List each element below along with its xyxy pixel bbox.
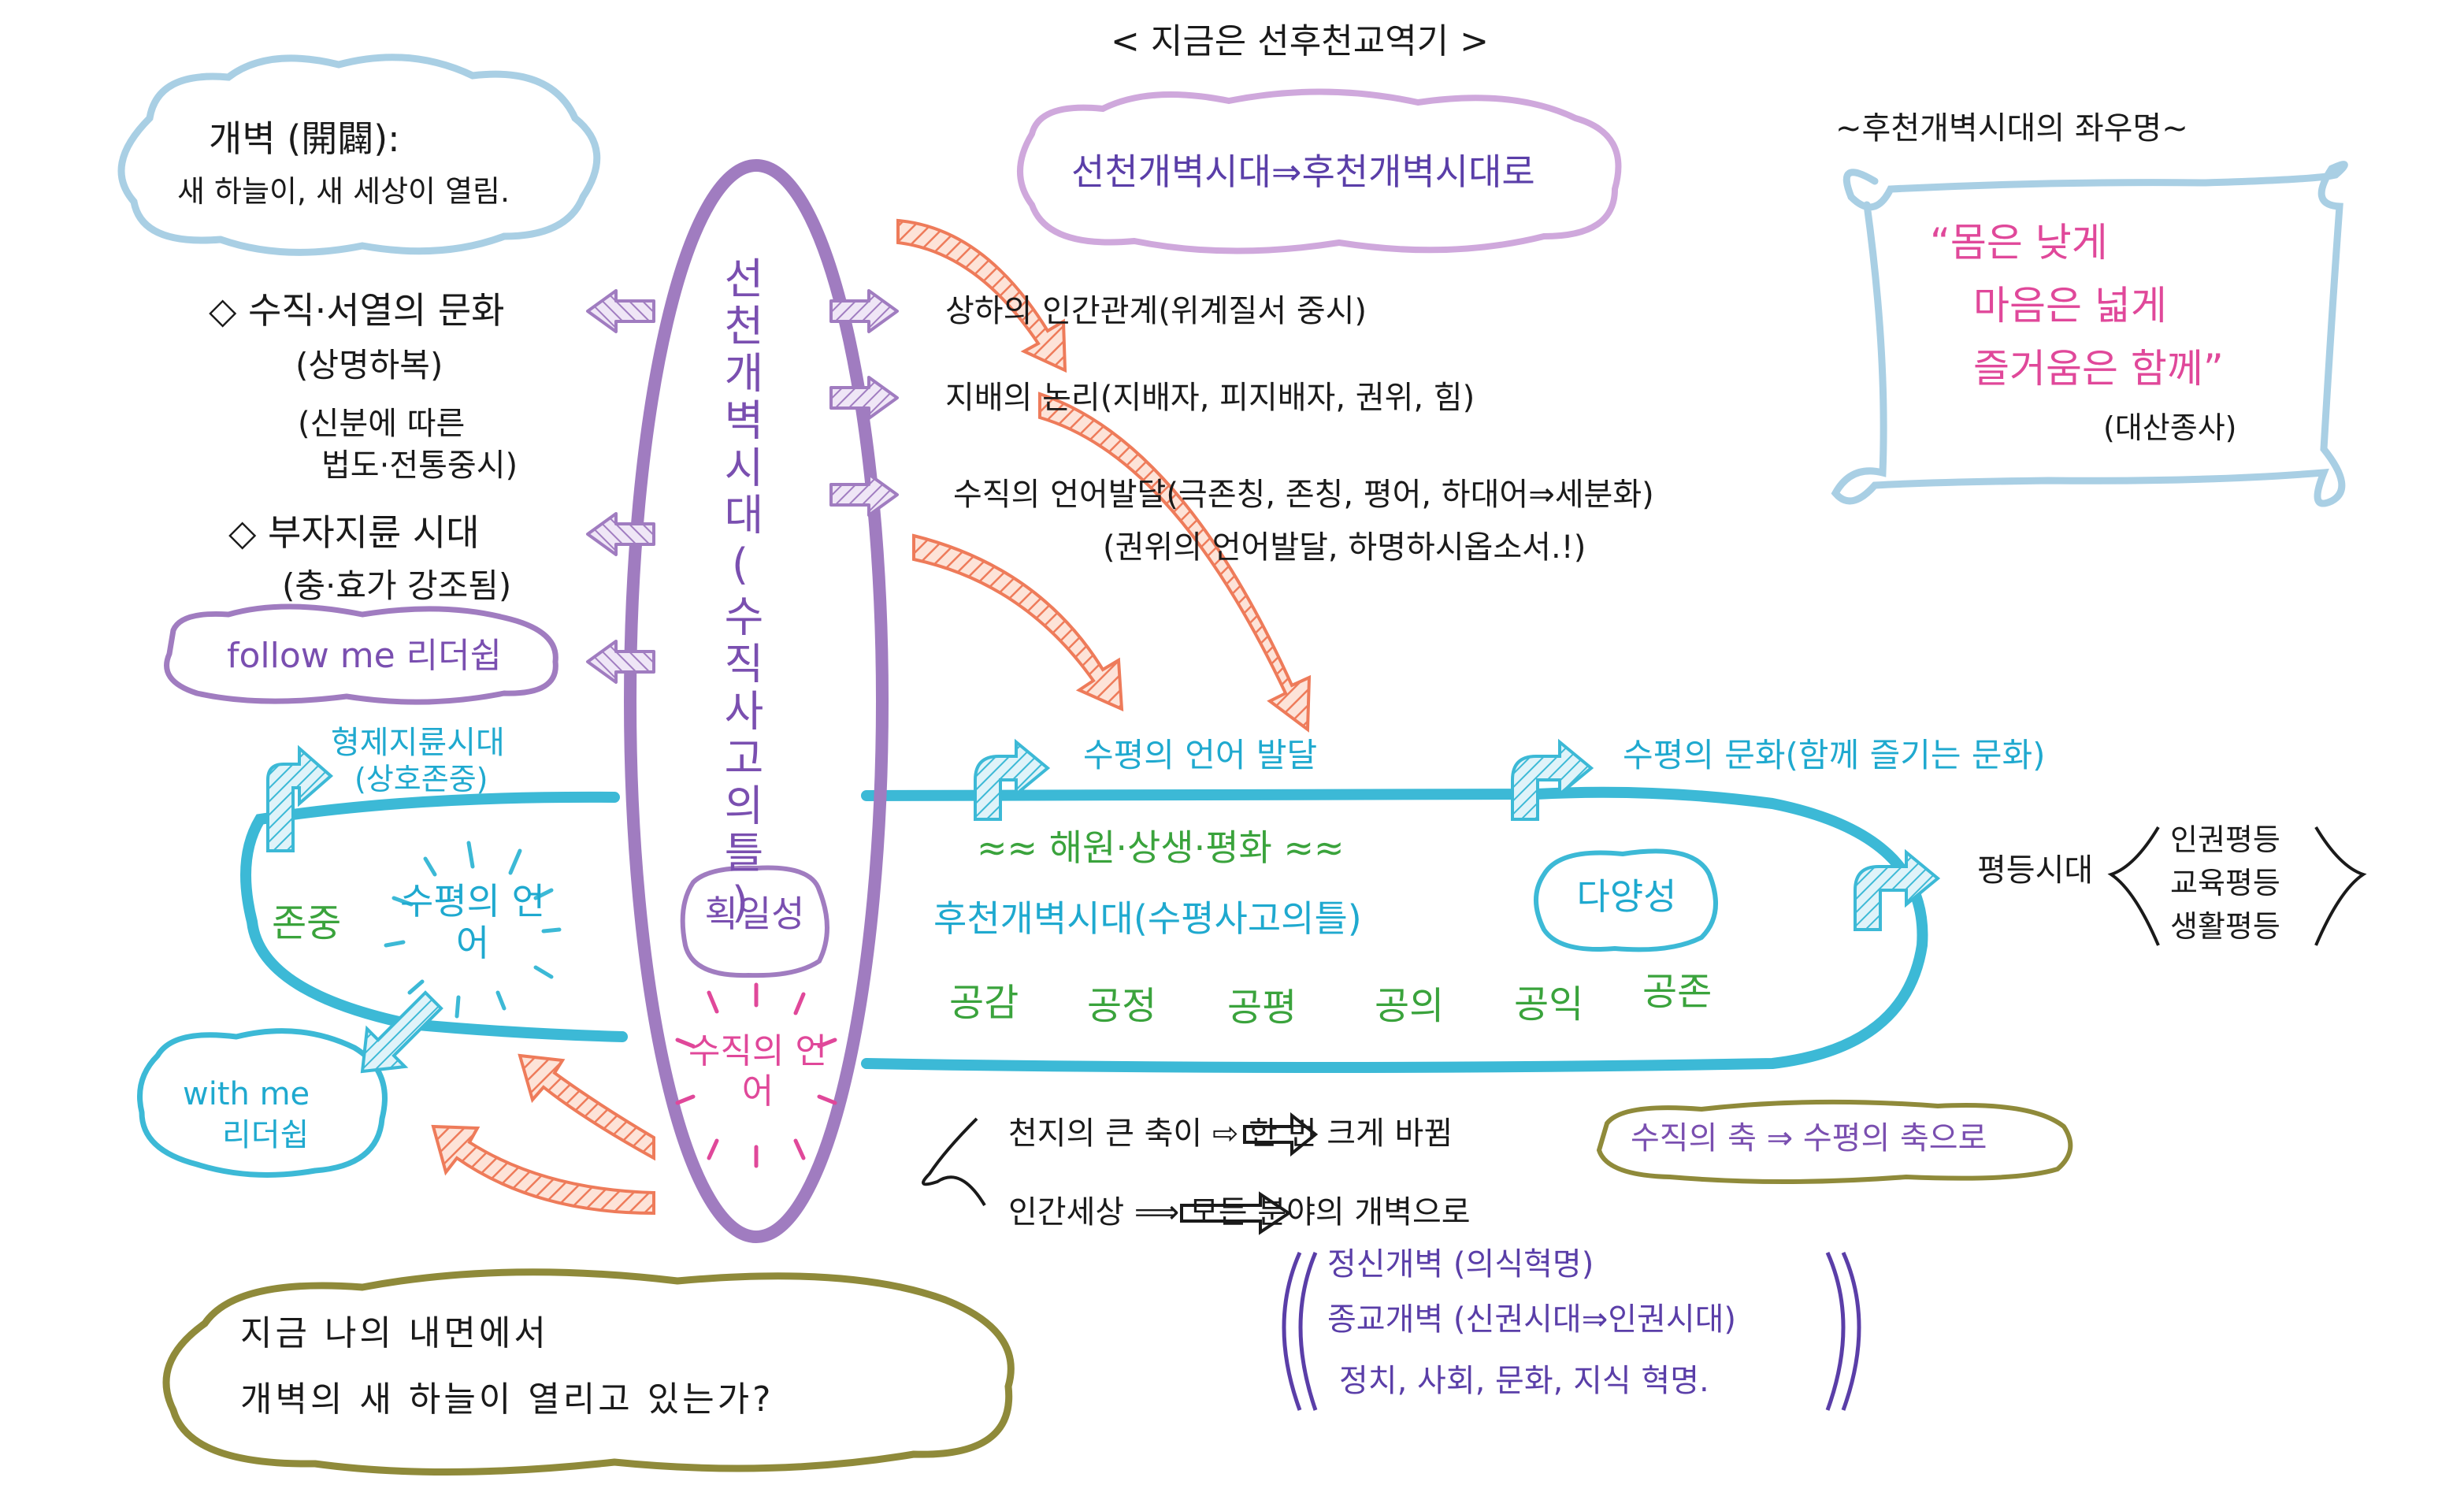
horizontal-language-development: 수평의 언어 발달 <box>1083 736 1318 774</box>
reform-religion: 종교개벽 (신권시대⇒인권시대) <box>1327 1301 1737 1338</box>
with-me-line-2: 리더쉽 <box>222 1117 310 1153</box>
motto-line-2: 마음은 넓게 <box>1973 283 2167 329</box>
equality-education: 교육평등 <box>2170 866 2280 900</box>
value-justice: 공의 <box>1375 984 1445 1028</box>
diversity-frame <box>1534 848 1718 952</box>
reform-politics-society: 정치, 사회, 문화, 지식 혁명. <box>1339 1363 1709 1399</box>
uniformity-label: 획일성 <box>704 893 805 935</box>
horizontal-era-label: 후천개벽시대(수평사고의틀) <box>933 897 1362 940</box>
axis-shift-box: 수직의 축 ⇒ 수평의 축으로 <box>1631 1120 1987 1156</box>
equality-human-rights: 인권평등 <box>2170 822 2280 857</box>
cloud-question <box>162 1268 1015 1476</box>
page-title: < 지금은 선후천교역기 > <box>1110 21 1490 61</box>
equality-era: 평등시대 <box>1977 852 2094 889</box>
brother-era-sub: (상호존중) <box>354 762 488 796</box>
respect-label: 존중 <box>272 901 342 945</box>
equality-brace-left <box>2107 826 2160 946</box>
equality-living: 생활평등 <box>2170 909 2280 944</box>
cyan-arrows <box>266 738 1941 1074</box>
father-son-era-title: ◇ 부자지륜 시대 <box>228 511 480 554</box>
cloud-with-me <box>137 1028 388 1178</box>
motto-title: ~후천개벽시대의 좌우명~ <box>1835 110 2188 147</box>
horizontal-language-label: 수평의 언어 <box>400 880 545 964</box>
sparkle-horizontal-language <box>384 841 562 1019</box>
logic-of-domination: 지배의 논리(지배자, 피지배자, 권위, 힘) <box>945 380 1475 416</box>
status-line-1: (신분에 따른 <box>298 406 466 442</box>
status-line-2: 법도·전통중시) <box>321 447 518 484</box>
vertical-culture-sub: (상명하복) <box>295 346 443 384</box>
equality-brace-right <box>2314 826 2367 946</box>
slogan: ≈≈ 해원·상생·평화 ≈≈ <box>977 826 1345 869</box>
authority-language: (권위의 언어발달, 하명하시옵소서.!) <box>1103 529 1586 566</box>
question-line-2: 개벽의 새 하늘이 열리고 있는가? <box>240 1379 774 1420</box>
reform-spirit: 정신개벽 (의식혁명) <box>1327 1246 1594 1283</box>
reforms-brace-right-2 <box>1841 1251 1861 1411</box>
question-line-1: 지금 나의 내면에서 <box>240 1313 549 1353</box>
vertical-language-development: 수직의 언어발달(극존칭, 존칭, 평어, 하대어⇒세분화) <box>953 477 1654 513</box>
axis-change-text: 천지의 큰 축이 ⇨ 한 번 크게 바뀜 <box>1008 1116 1453 1152</box>
diversity-label: 다양성 <box>1576 875 1677 918</box>
world-change-text: 인간세상 ⟹ 모든 분야의 개벽으로 <box>1008 1194 1471 1231</box>
vertical-era-label: 선천개벽시대(수직사고의틀) <box>715 256 765 932</box>
vertical-language-label: 수직의 언어 <box>688 1031 827 1112</box>
value-public-good: 공익 <box>1514 982 1584 1026</box>
orange-arrows <box>431 218 1312 1216</box>
value-empathy: 공감 <box>949 981 1019 1025</box>
gaebyeok-description: 새 하늘이, 새 세상이 열림. <box>177 174 510 209</box>
value-equity: 공평 <box>1227 986 1297 1030</box>
motto-line-3: 즐거움은 함께” <box>1973 346 2224 392</box>
father-son-era-sub: (충·효가 강조됨) <box>282 566 512 605</box>
transition-text: 선천개벽시대⇒후천개벽시대로 <box>1071 150 1535 193</box>
reforms-brace-left <box>1282 1251 1302 1411</box>
reforms-brace-left-2 <box>1298 1252 1318 1411</box>
cloud-axis <box>1596 1099 2073 1184</box>
horizontal-loop <box>240 786 1928 1073</box>
sparkle-vertical-language <box>675 982 837 1168</box>
gaebyeok-heading: 개벽 (開闢): <box>209 117 400 160</box>
horizontal-culture: 수평의 문화(함께 즐기는 문화) <box>1623 736 2046 774</box>
cloud-gaebyeok <box>117 54 601 256</box>
uniformity-frame <box>680 865 829 978</box>
cloud-transition <box>1017 88 1622 254</box>
motto-author: (대산종사) <box>2103 410 2237 445</box>
with-me-line-1: with me <box>183 1076 310 1112</box>
vertical-culture-title: ◇ 수직·서열의 문화 <box>209 289 505 332</box>
world-arrow <box>1180 1191 1292 1235</box>
value-fairness: 공정 <box>1087 984 1157 1028</box>
motto-line-1: “몸은 낮게 <box>1930 220 2108 265</box>
branch-curl <box>922 1117 986 1207</box>
brother-era-title: 형제지륜시대 <box>331 725 505 761</box>
cloud-follow-me <box>164 603 558 705</box>
vertical-oval <box>624 159 889 1243</box>
follow-me-label: follow me 리더쉽 <box>227 636 503 676</box>
axis-arrow <box>1243 1112 1319 1157</box>
motto-frame <box>1831 161 2348 507</box>
value-coexistence: 공존 <box>1642 970 1713 1014</box>
hierarchy-relations: 상하의 인간관계(위계질서 중시) <box>945 293 1367 329</box>
reforms-brace-right <box>1825 1251 1846 1411</box>
